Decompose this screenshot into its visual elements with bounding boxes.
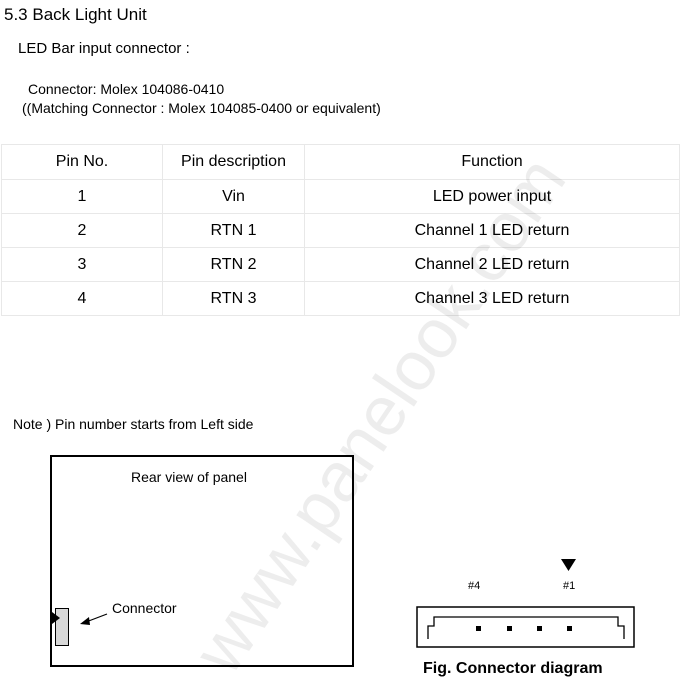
pin-function: Channel 3 LED return	[304, 281, 680, 316]
rear-view-label: Rear view of panel	[131, 469, 247, 485]
arrow-left-icon	[80, 617, 90, 625]
pin-order-note: Note ) Pin number starts from Left side	[13, 416, 254, 432]
matching-connector: ((Matching Connector : Molex 104085-0400…	[22, 100, 381, 116]
pin1-arrow-icon	[561, 559, 576, 571]
pin-description: RTN 3	[162, 281, 305, 316]
pin-3-dot	[507, 626, 512, 631]
section-subtitle: LED Bar input connector :	[18, 40, 190, 57]
header-pin-no: Pin No.	[1, 144, 163, 180]
pin-4-dot	[476, 626, 481, 631]
figure-caption: Fig. Connector diagram	[423, 660, 603, 677]
table-row: 1 Vin LED power input	[1, 179, 680, 214]
connector-pointer-line	[85, 613, 108, 623]
pin-number: 3	[1, 247, 163, 282]
pin-number: 2	[1, 213, 163, 248]
section-title: 5.3 Back Light Unit	[4, 5, 147, 24]
pin-number: 1	[1, 179, 163, 214]
pin1-marker-icon	[52, 612, 60, 624]
pin-table: Pin No. Pin description Function 1 Vin L…	[1, 144, 680, 316]
connector-housing-outer	[416, 606, 635, 648]
pin-function: Channel 1 LED return	[304, 213, 680, 248]
pin4-label: #4	[468, 580, 481, 592]
connector-housing-inner	[427, 616, 625, 639]
pin-1-dot	[567, 626, 572, 631]
pin-function: Channel 2 LED return	[304, 247, 680, 282]
table-row: 4 RTN 3 Channel 3 LED return	[1, 281, 680, 316]
pin-description: RTN 2	[162, 247, 305, 282]
rear-panel-outline	[50, 455, 354, 667]
table-row: 3 RTN 2 Channel 2 LED return	[1, 247, 680, 282]
connector-part-number: Connector: Molex 104086-0410	[28, 81, 225, 97]
table-header-row: Pin No. Pin description Function	[1, 144, 680, 180]
connector-label: Connector	[112, 600, 177, 616]
header-function: Function	[304, 144, 680, 180]
pin-function: LED power input	[304, 179, 680, 214]
pin1-label: #1	[563, 580, 576, 592]
pin-number: 4	[1, 281, 163, 316]
pin-2-dot	[537, 626, 542, 631]
